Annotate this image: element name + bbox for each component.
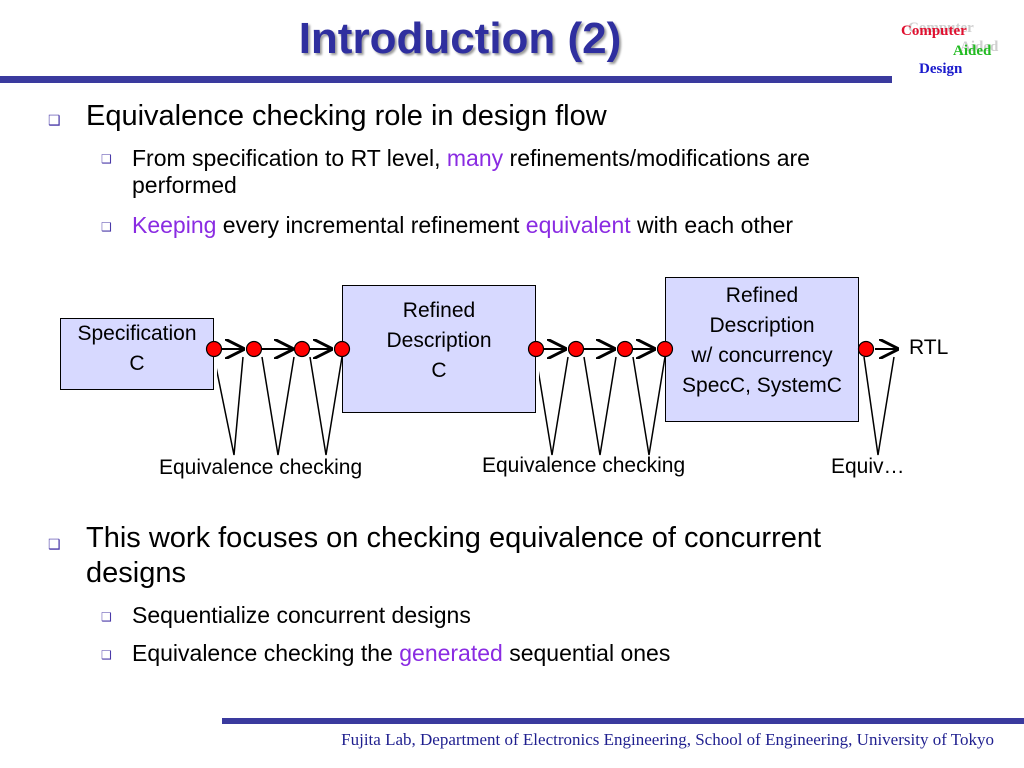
bullet-square-icon: ❑: [48, 112, 61, 128]
rtl-label: RTL: [909, 336, 949, 359]
highlight-generated: generated: [399, 640, 503, 666]
text: refinements/modifications are: [503, 145, 810, 171]
bullet-1-sub-1: From specification to RT level, many ref…: [132, 145, 992, 199]
text: performed: [132, 172, 237, 198]
equiv-pointer: [213, 356, 244, 456]
equiv-pointer: [583, 356, 617, 456]
text: sequential ones: [502, 640, 671, 666]
slide-title: Introduction (2): [298, 14, 622, 63]
highlight-equivalent: equivalent: [525, 212, 631, 238]
equiv-pointer: [863, 356, 895, 456]
equiv-label-1: Equivalence checking: [159, 456, 363, 479]
box-text: Refined: [725, 284, 799, 307]
text: every incremental refinement: [216, 212, 526, 238]
bullet-2-sub-2: Equivalence checking the generated seque…: [132, 640, 670, 667]
footer-rule: [222, 718, 1024, 724]
box-text: Description: [386, 329, 492, 352]
logo-shadow-line2: Aided: [960, 39, 999, 55]
equiv-label-2: Equivalence checking: [482, 454, 686, 477]
text: This work focuses on checking equivalenc…: [86, 522, 822, 554]
box-text: C: [431, 359, 447, 382]
equiv-pointer: [261, 356, 295, 456]
text: From specification to RT level,: [132, 145, 447, 171]
equiv-pointer: [535, 356, 569, 456]
logo-line-computer: Computer: [901, 23, 967, 39]
bullet-square-icon: ❑: [101, 220, 112, 234]
box-text: w/ concurrency: [691, 344, 833, 367]
text: Equivalence checking the: [132, 640, 400, 666]
box-text: Description: [709, 314, 815, 337]
bullet-square-icon: ❑: [101, 152, 112, 166]
box-text: C: [129, 352, 145, 375]
equiv-label-3: Equiv…: [831, 455, 905, 478]
refined-description-box: Refined Description C: [342, 285, 536, 413]
highlight-keeping: Keeping: [132, 212, 217, 238]
equiv-pointer: [632, 356, 666, 456]
text: with each other: [630, 212, 794, 238]
bullet-2-sub-1: Sequentialize concurrent designs: [132, 602, 471, 628]
logo-line-aided: Aided: [953, 43, 992, 59]
bullet-1: Equivalence checking role in design flow: [86, 100, 607, 132]
logo-shadow-line1: Computer: [908, 20, 974, 36]
box-text: Specification: [77, 322, 197, 345]
box-text: SpecC, SystemC: [682, 374, 842, 397]
text: designs: [86, 557, 186, 589]
refined-concurrency-box: Refined Description w/ concurrency SpecC…: [665, 277, 859, 422]
highlight-many: many: [446, 145, 504, 171]
bullet-1-sub-2: Keeping every incremental refinement equ…: [132, 212, 793, 239]
logo-line-design: Design: [919, 61, 963, 77]
footer-text: Fujita Lab, Department of Electronics En…: [341, 730, 994, 749]
bullet-2: This work focuses on checking equivalenc…: [86, 521, 821, 591]
bullet-square-icon: ❑: [48, 536, 61, 552]
specification-box: Specification C: [60, 318, 214, 390]
title-underline: [0, 76, 892, 83]
bullet-square-icon: ❑: [101, 610, 112, 624]
equiv-pointer: [309, 356, 343, 456]
bullet-square-icon: ❑: [101, 648, 112, 662]
box-text: Refined: [402, 299, 476, 322]
